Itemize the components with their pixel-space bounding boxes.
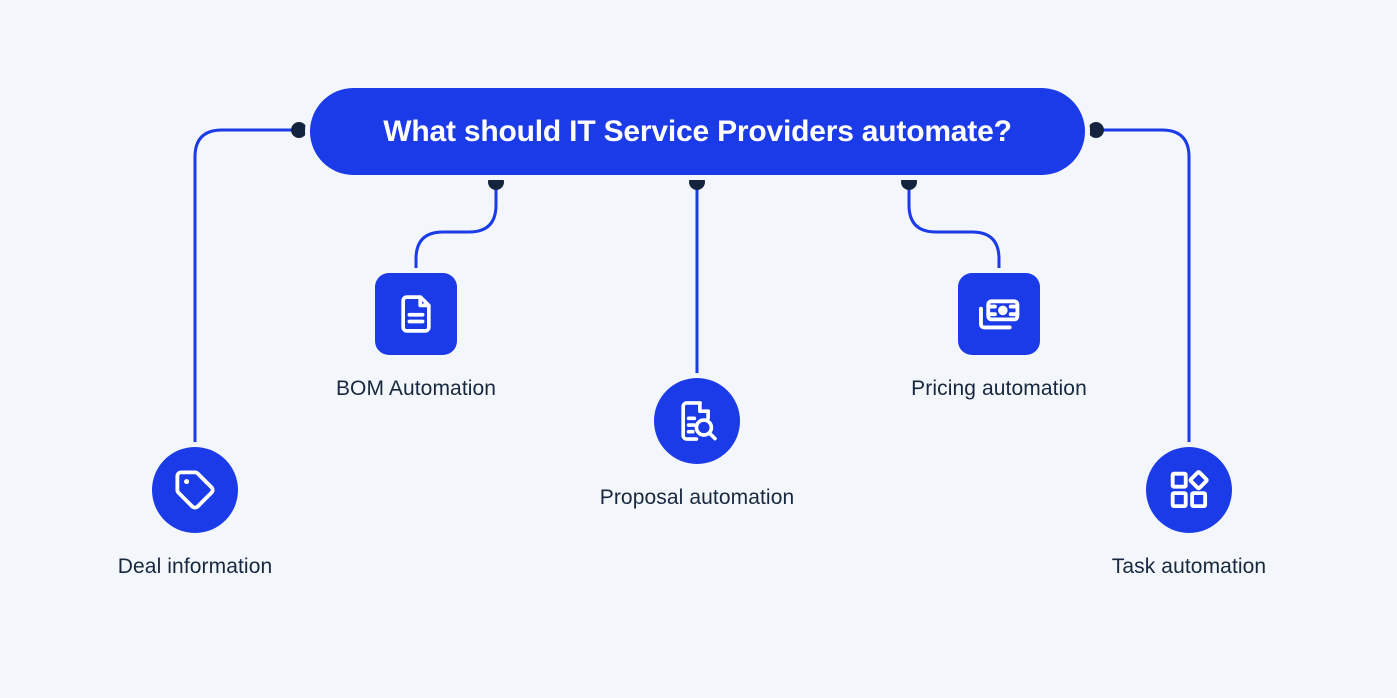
- junction-dot-bom-automation: [488, 174, 504, 190]
- node-deal-information-shape: [152, 447, 238, 533]
- connector-pricing-automation: [907, 180, 1001, 275]
- node-bom-automation[interactable]: BOM Automation: [336, 273, 496, 401]
- grid-shapes-icon: [1167, 468, 1211, 512]
- central-node[interactable]: What should IT Service Providers automat…: [310, 88, 1085, 175]
- node-task-automation[interactable]: Task automation: [1112, 447, 1266, 579]
- node-proposal-automation[interactable]: Proposal automation: [600, 378, 794, 510]
- node-bom-automation-label: BOM Automation: [335, 377, 497, 400]
- node-proposal-automation-label: Proposal automation: [599, 486, 795, 509]
- document-search-icon: [674, 398, 720, 444]
- node-deal-information-label: Deal information: [117, 555, 273, 578]
- node-bom-automation-shape: [375, 273, 457, 355]
- junction-dot-pricing-automation: [901, 174, 917, 190]
- connector-bom-automation: [414, 180, 498, 275]
- junction-dot-task-automation: [1088, 122, 1104, 138]
- junction-dot-proposal-automation: [689, 174, 705, 190]
- node-pricing-automation[interactable]: Pricing automation: [911, 273, 1087, 401]
- tag-icon: [172, 467, 218, 513]
- connector-deal-information: [193, 128, 301, 449]
- connector-task-automation: [1094, 128, 1191, 449]
- node-proposal-automation-shape: [654, 378, 740, 464]
- junction-dot-deal-information: [291, 122, 307, 138]
- node-pricing-automation-label: Pricing automation: [911, 377, 1087, 400]
- document-icon: [394, 292, 438, 336]
- node-deal-information[interactable]: Deal information: [118, 447, 272, 579]
- node-pricing-automation-shape: [958, 273, 1040, 355]
- page-title: What should IT Service Providers automat…: [383, 114, 1012, 148]
- node-task-automation-label: Task automation: [1111, 555, 1267, 578]
- node-task-automation-shape: [1146, 447, 1232, 533]
- banknote-icon: [976, 291, 1022, 337]
